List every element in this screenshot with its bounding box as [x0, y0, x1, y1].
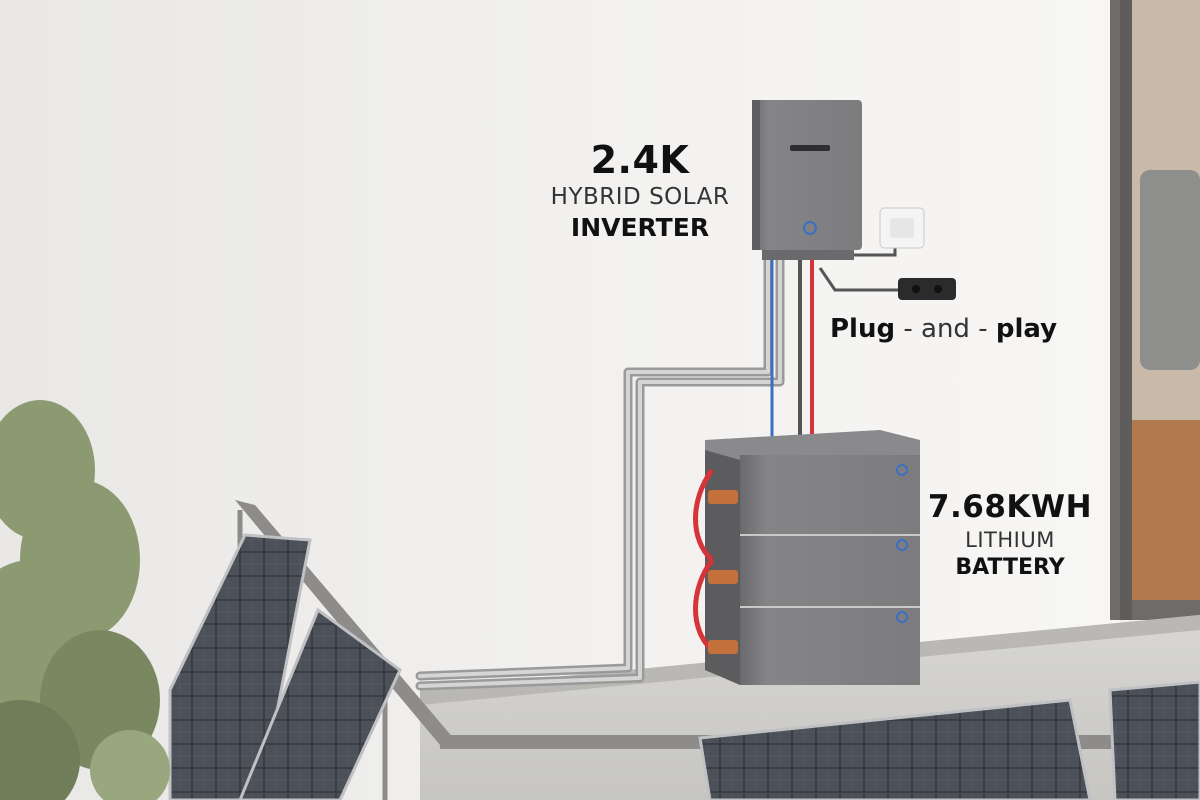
solar-panels-left	[168, 533, 402, 800]
battery-label: 7.68KWH LITHIUM BATTERY	[915, 488, 1105, 582]
inverter-unit	[752, 100, 862, 260]
plant	[0, 400, 170, 800]
battery-stack	[693, 430, 920, 685]
battery-line2: BATTERY	[955, 555, 1065, 580]
battery-line1: LITHIUM	[965, 528, 1055, 552]
doorway	[1110, 0, 1200, 620]
plug-sep1: -	[895, 314, 922, 344]
battery-capacity: 7.68KWH	[927, 489, 1093, 525]
plug-and-play-label: Plug - and - play	[830, 314, 1057, 344]
inverter-power: 2.4K	[590, 138, 690, 182]
solar-panels-front	[698, 680, 1200, 800]
power-strip	[898, 278, 956, 300]
and-word: and	[921, 314, 970, 344]
inverter-label: 2.4K HYBRID SOLAR INVERTER	[520, 138, 760, 244]
conduit-pipes	[415, 250, 785, 691]
plug-sep2: -	[969, 314, 996, 344]
inverter-line1: HYBRID SOLAR	[550, 184, 730, 210]
play-word: play	[995, 314, 1058, 344]
inverter-line2: INVERTER	[570, 213, 710, 242]
battery-cables	[770, 253, 814, 442]
wall-outlet	[879, 207, 925, 249]
plug-word: Plug	[830, 314, 896, 344]
